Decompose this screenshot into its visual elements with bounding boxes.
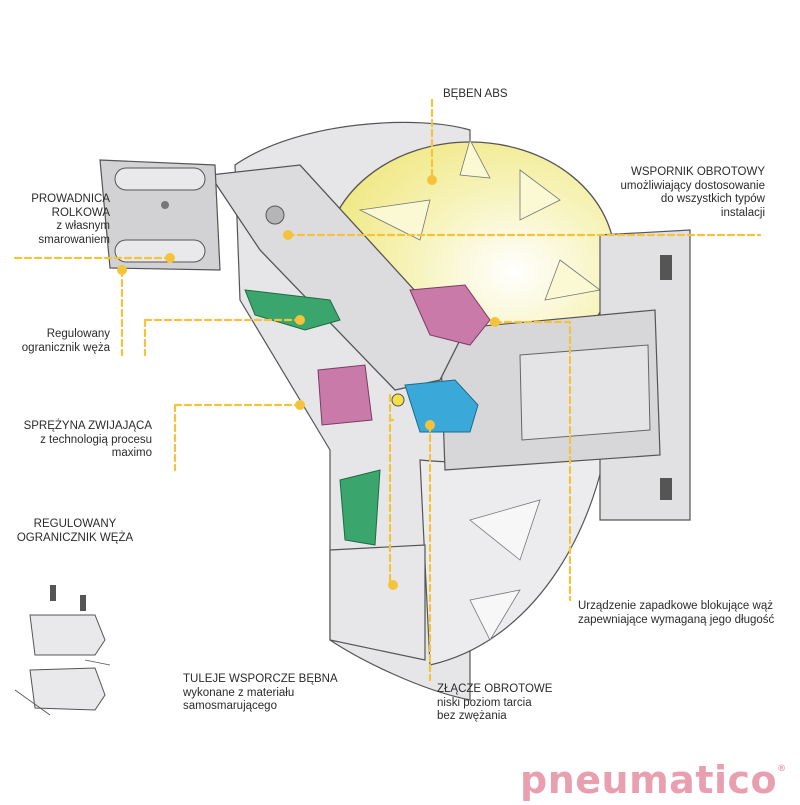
spring-lower [339, 469, 381, 546]
swivel-joint [391, 379, 479, 433]
label-wspornik: WSPORNIK OBROTOWY umożliwiający dostosow… [620, 166, 765, 219]
label-urzadzenie: Urządzenie zapadkowe blokujące wąż zapew… [578, 600, 775, 626]
label-prowadnica: PROWADNICA ROLKOWA z własnym smarowaniem [31, 193, 110, 246]
callout-ogranicznik [143, 318, 302, 357]
lower-tray [329, 544, 426, 661]
brand-name: pneumatico [520, 758, 778, 802]
callout-sprezyna [173, 403, 302, 472]
roller-guide [99, 159, 221, 271]
brand-logo: pneumatico® [520, 758, 787, 802]
center-plate [439, 309, 661, 471]
bushing-pink [317, 364, 373, 426]
callout-urzadzenie [493, 320, 572, 602]
ratchet-pink [409, 284, 491, 346]
guide-arm [208, 164, 461, 391]
spring-upper [244, 289, 341, 331]
callout-tuleje [388, 393, 395, 587]
label-regulowany-ogranicznik: REGULOWANY OGRANICZNIK WĘŻA [16, 518, 134, 544]
label-sprezyna: SPRĘŻYNA ZWIJAJĄCA z technologią procesu… [23, 420, 152, 459]
label-zlacze: ZŁĄCZE OBROTOWE niski poziom tarcia bez … [437, 683, 553, 722]
lower-drum [419, 419, 611, 666]
limiter-exploded [14, 585, 111, 716]
label-regulowany: Regulowany ogranicznik węża [21, 328, 110, 354]
label-beben: BĘBEN ABS [443, 88, 508, 100]
brand-mark: ® [777, 764, 787, 774]
label-tuleje: TULEJE WSPORCZE BĘBNA wykonane z materia… [183, 673, 338, 712]
